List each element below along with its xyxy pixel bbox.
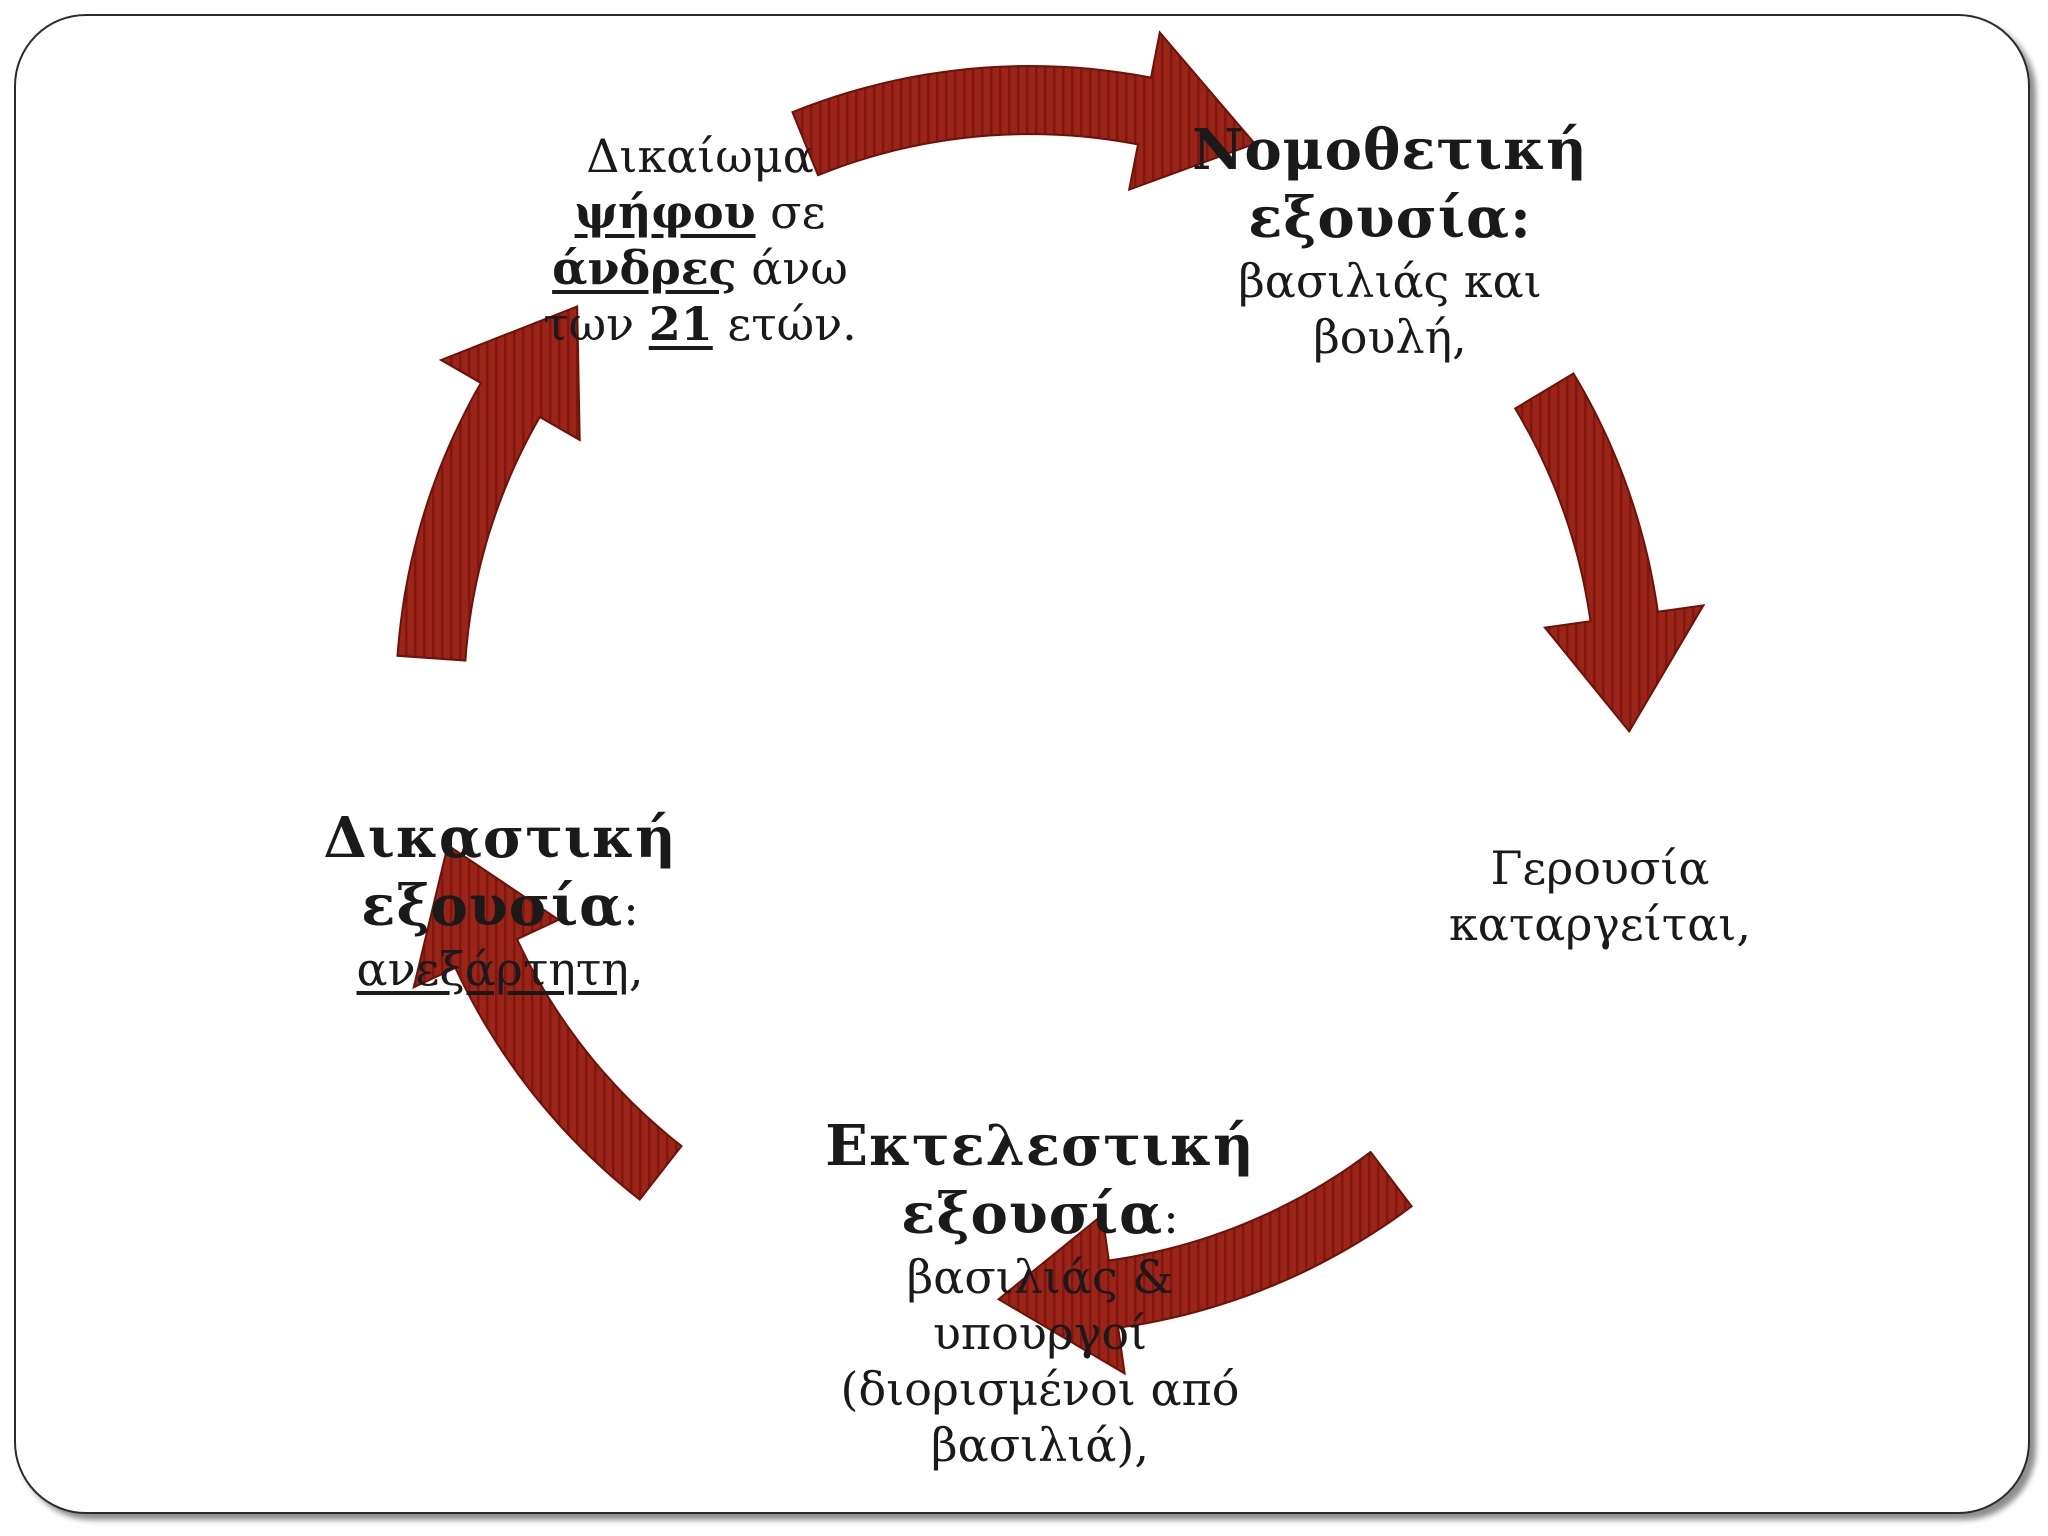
suffrage-line-3: άνδρες άνω	[520, 240, 880, 296]
suffrage-line-4: των 21 ετών.	[520, 296, 880, 352]
node-legislative: Νομοθετική εξουσία: βασιλιάς και βουλή,	[1180, 116, 1600, 365]
judicial-desc-1: ανεξάρτητη	[356, 941, 629, 996]
suffrage-line-2: ψήφου σε	[520, 184, 880, 240]
executive-title-2-line: εξουσία:	[820, 1180, 1260, 1248]
arrow-suffrage-to-legislative	[791, 30, 1257, 192]
executive-desc-4: βασιλιά),	[931, 1417, 1149, 1472]
arrow-senate-to-executive	[996, 1150, 1414, 1376]
legislative-title-2: εξουσία:	[1248, 185, 1532, 252]
legislative-title-1: Νομοθετική	[1192, 117, 1588, 183]
executive-title-1: Εκτελεστική	[825, 1113, 1255, 1179]
slide-frame	[14, 14, 2030, 1514]
node-executive: Εκτελεστική εξουσία: βασιλιάς & υπουργοί…	[820, 1112, 1260, 1473]
judicial-desc-line: ανεξάρτητη,	[320, 941, 680, 997]
judicial-desc-tail: ,	[628, 941, 644, 996]
executive-desc-3: (διορισμένοι από	[840, 1361, 1240, 1416]
judicial-title-1: Δικαστική	[323, 805, 677, 871]
suffrage-to-word: σε	[755, 185, 826, 240]
judicial-title-2-line: εξουσία:	[320, 872, 680, 940]
judicial-colon: :	[623, 882, 639, 937]
suffrage-men-word: άνδρες	[552, 241, 737, 296]
executive-title-2: εξουσία	[901, 1181, 1164, 1248]
senate-line-1: Γερουσία	[1490, 841, 1710, 895]
legislative-desc-1: βασιλιάς και	[1238, 253, 1542, 308]
senate-line-2: καταργείται,	[1449, 897, 1751, 952]
judicial-title-2: εξουσία	[361, 873, 624, 940]
node-judicial: Δικαστική εξουσία: ανεξάρτητη,	[320, 804, 680, 997]
node-suffrage: Δικαίωμα ψήφου σε άνδρες άνω των 21 ετών…	[520, 128, 880, 352]
suffrage-years-word: ετών.	[712, 297, 857, 352]
arrow-judicial-to-suffrage	[396, 304, 581, 662]
suffrage-of-word: των	[543, 297, 649, 352]
suffrage-vote-word: ψήφου	[574, 185, 756, 240]
arrow-executive-to-judicial	[412, 843, 683, 1202]
suffrage-age-number: 21	[648, 297, 713, 352]
executive-desc-2: υπουργοί	[932, 1305, 1148, 1360]
suffrage-above-word: άνω	[736, 241, 848, 296]
executive-colon: :	[1163, 1190, 1179, 1245]
suffrage-line-1: Δικαίωμα	[586, 129, 814, 183]
executive-desc-1: βασιλιάς &	[906, 1249, 1174, 1304]
legislative-desc-2: βουλή,	[1313, 309, 1467, 364]
arrow-legislative-to-senate	[1513, 372, 1706, 734]
node-senate: Γερουσία καταργείται,	[1420, 840, 1780, 952]
